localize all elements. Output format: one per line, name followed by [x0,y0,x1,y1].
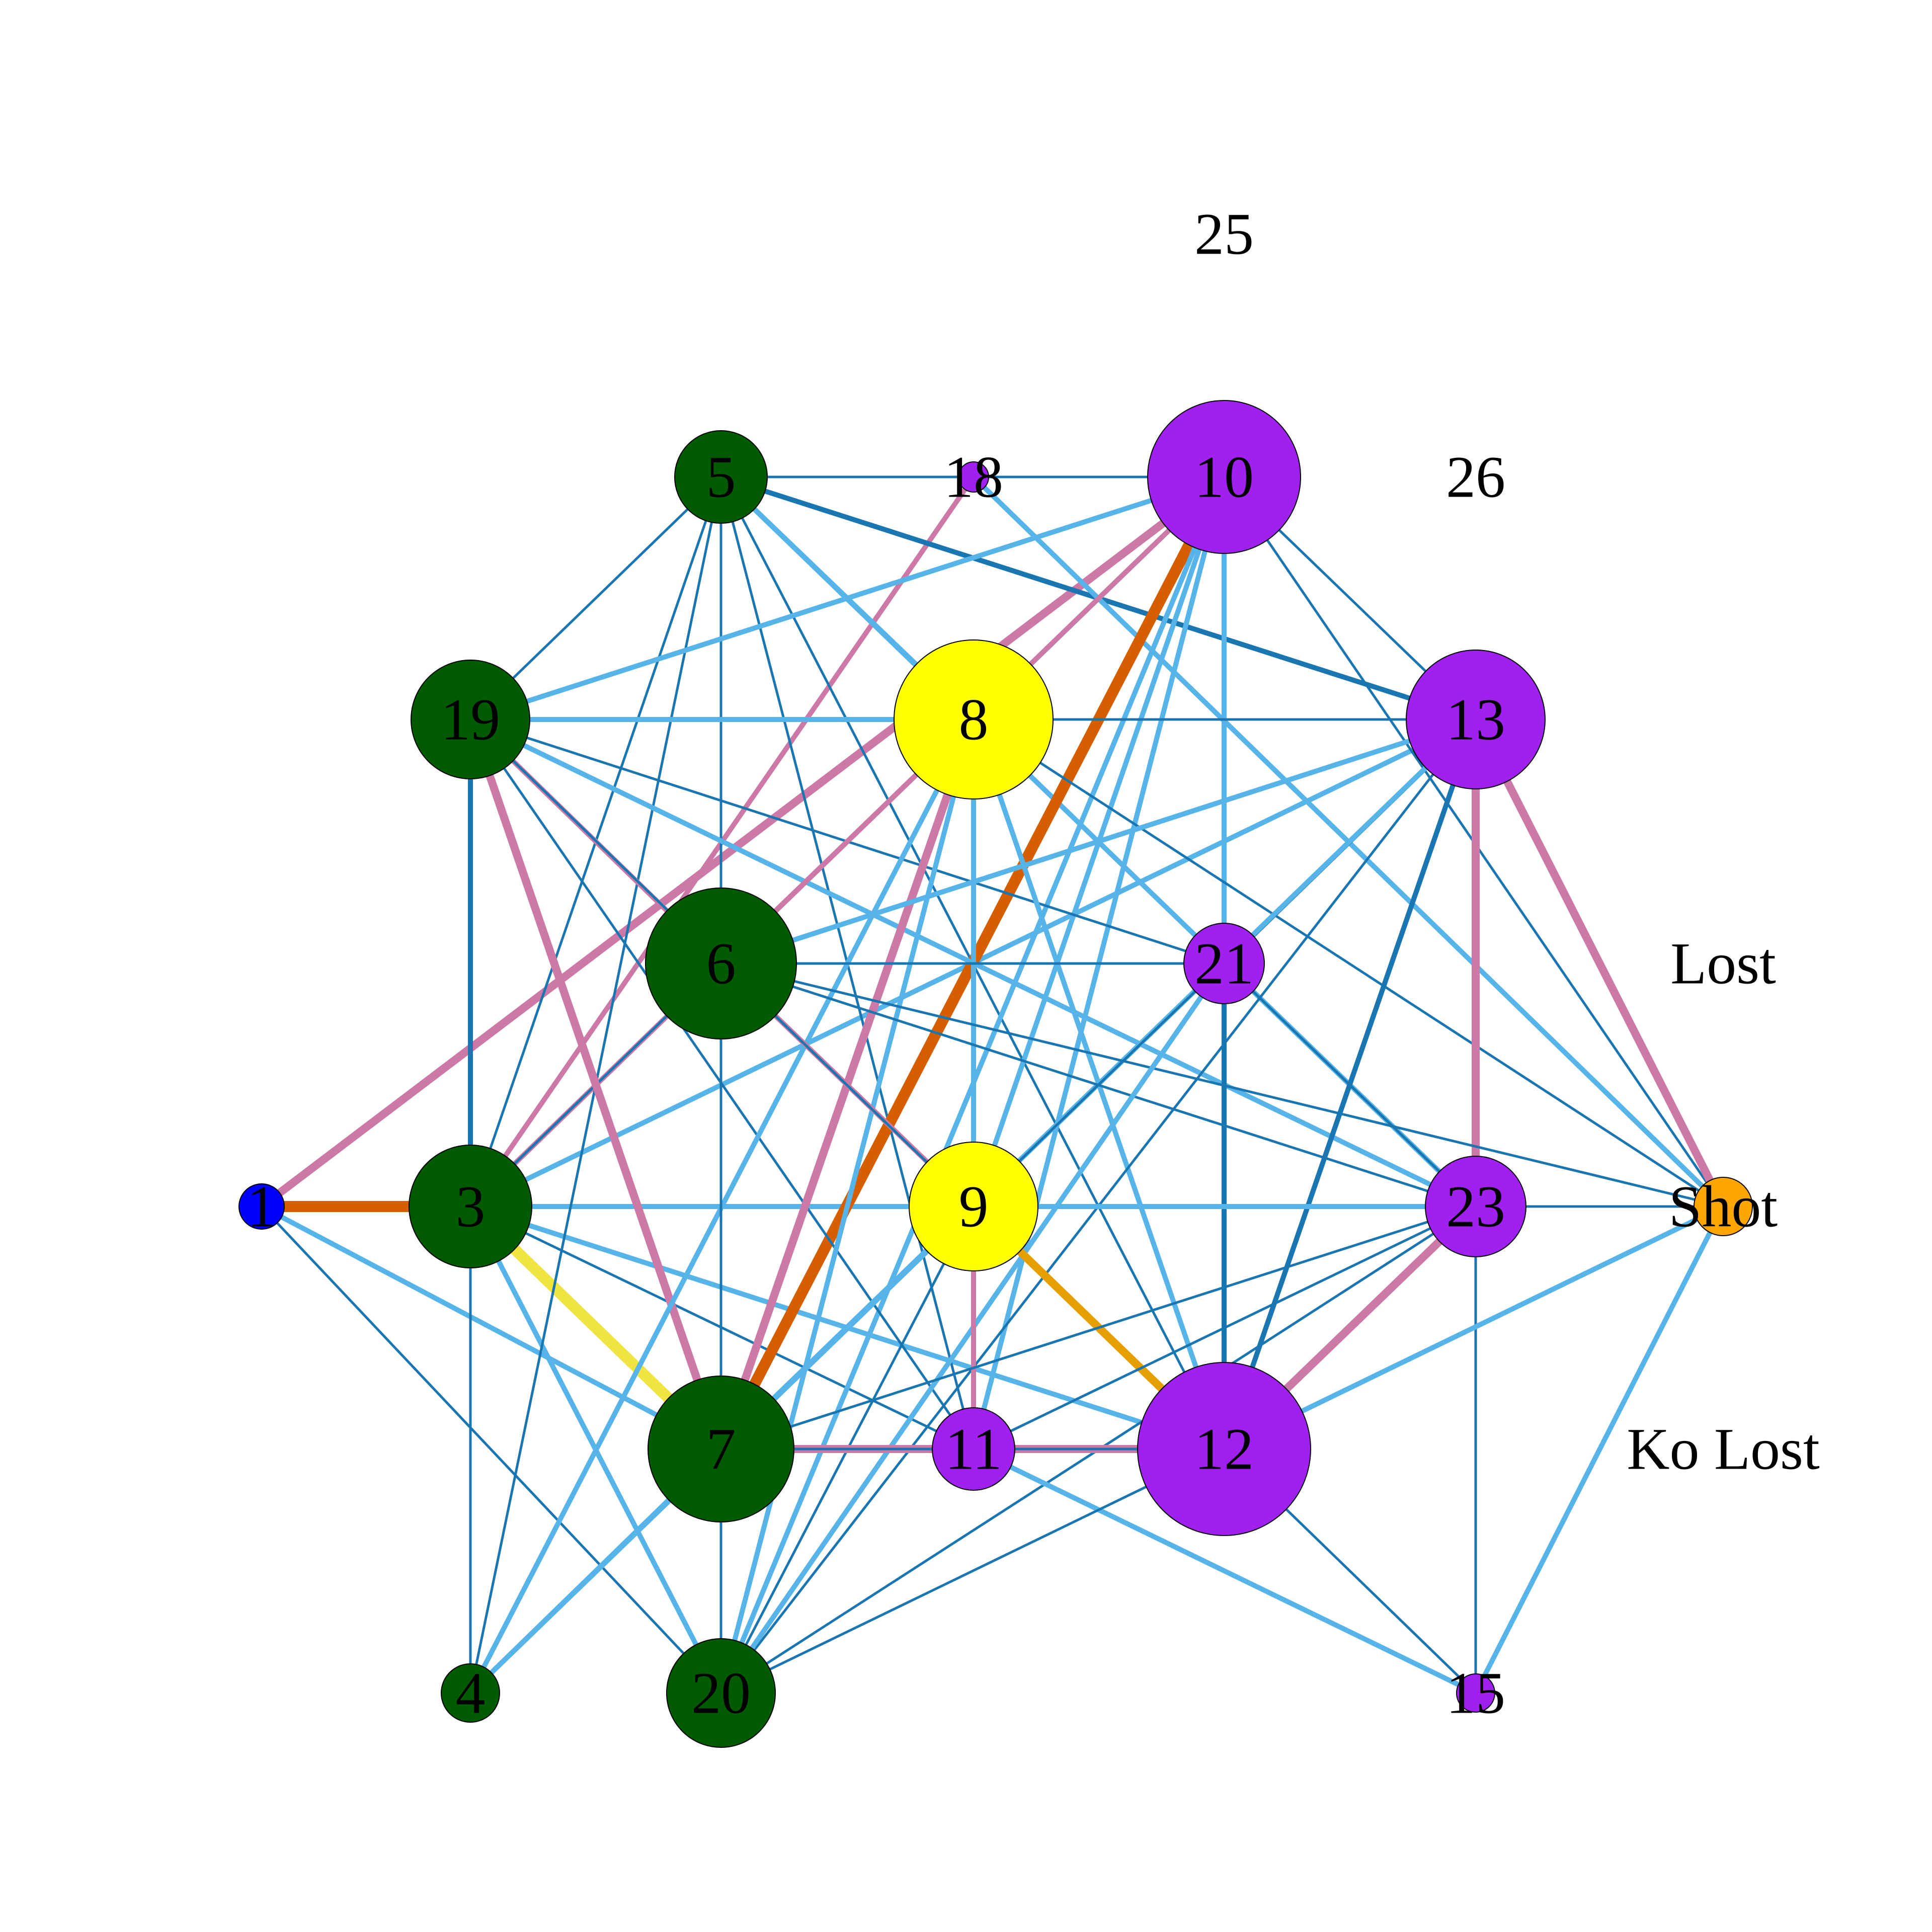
edge-1-7 [260,1204,722,1452]
edge-23-7 [720,1205,1476,1451]
edge-8-Shot [973,718,1724,1208]
node-circle-15 [1456,1673,1495,1713]
node-label-23: 23 [1446,1174,1505,1240]
node-1: 1 [238,1174,285,1240]
node-label-12: 12 [1194,1416,1254,1482]
node-circle-19 [411,660,530,779]
node-6: 6 [645,888,797,1039]
node-label-4: 4 [456,1660,486,1726]
node-label-10: 10 [1194,444,1254,510]
node-11: 11 [932,1407,1015,1491]
node-label-6: 6 [706,931,736,997]
node-26: 26 [1446,444,1505,510]
node-kolost: Ko Lost [1627,1416,1820,1482]
node-8: 8 [894,639,1054,799]
node-4: 4 [441,1660,500,1726]
node-18: 18 [944,444,1003,510]
node-13: 13 [1406,650,1546,789]
node-23: 23 [1425,1156,1526,1257]
node-label-kolost: Ko Lost [1627,1416,1820,1482]
node-circle-7 [648,1376,794,1522]
node-20: 20 [666,1638,776,1748]
node-label-3: 3 [456,1174,486,1240]
node-label-13: 13 [1446,687,1505,753]
node-3: 3 [409,1145,532,1268]
node-circle-shot [1694,1177,1753,1236]
edges-layer [259,473,1727,1696]
node-label-21: 21 [1194,931,1254,997]
edge-8-20 [718,718,976,1694]
node-15: 15 [1446,1660,1505,1726]
node-circle-3 [409,1145,532,1268]
node-circle-12 [1137,1362,1311,1536]
node-label-19: 19 [441,687,500,753]
node-circle-18 [958,461,989,493]
node-circle-10 [1147,400,1301,554]
node-circle-20 [666,1638,776,1748]
node-label-26: 26 [1446,444,1505,510]
edge-12-20 [720,1447,1225,1695]
edge-11-15 [972,1446,1477,1696]
node-circle-13 [1406,650,1546,789]
node-lost: Lost [1670,931,1776,997]
edge-13-6 [720,717,1477,966]
node-label-18: 18 [944,444,1003,510]
node-circle-9 [909,1142,1038,1271]
edge-Shot-12 [1223,1204,1725,1452]
edge-10-19 [469,474,1225,722]
node-circle-23 [1425,1156,1526,1257]
edge-1-20 [261,1205,722,1694]
edge-23-11 [973,1205,1477,1451]
edge-Shot-15 [1473,1205,1726,1695]
node-label-20: 20 [691,1660,751,1726]
node-label-25: 25 [1194,201,1254,267]
node-circle-11 [932,1407,1015,1491]
node-21: 21 [1183,923,1265,1004]
edge-13-Shot [1472,717,1727,1209]
node-circle-4 [441,1663,500,1723]
node-label-8: 8 [959,687,989,753]
edge-21-23 [1223,962,1477,1208]
node-label-15: 15 [1446,1660,1505,1726]
node-19: 19 [411,660,530,779]
edge-1-10 [259,473,1227,1210]
node-circle-5 [674,430,768,524]
node-shot: Shot [1669,1174,1778,1240]
node-label-7: 7 [706,1416,736,1482]
node-circle-21 [1183,923,1265,1004]
node-10: 10 [1147,400,1301,554]
node-12: 12 [1137,1362,1311,1536]
node-circle-8 [894,639,1054,799]
node-circle-1 [238,1183,285,1230]
node-label-5: 5 [706,444,736,510]
node-5: 5 [674,430,768,524]
node-label-11: 11 [945,1416,1002,1482]
node-label-shot: Shot [1669,1174,1778,1240]
node-label-1: 1 [247,1174,277,1240]
node-circle-6 [645,888,797,1039]
node-25: 25 [1194,201,1254,267]
node-7: 7 [648,1376,794,1522]
node-label-lost: Lost [1670,931,1776,997]
edge-19-7 [466,718,725,1451]
node-label-9: 9 [959,1174,989,1240]
node-9: 9 [909,1142,1038,1271]
